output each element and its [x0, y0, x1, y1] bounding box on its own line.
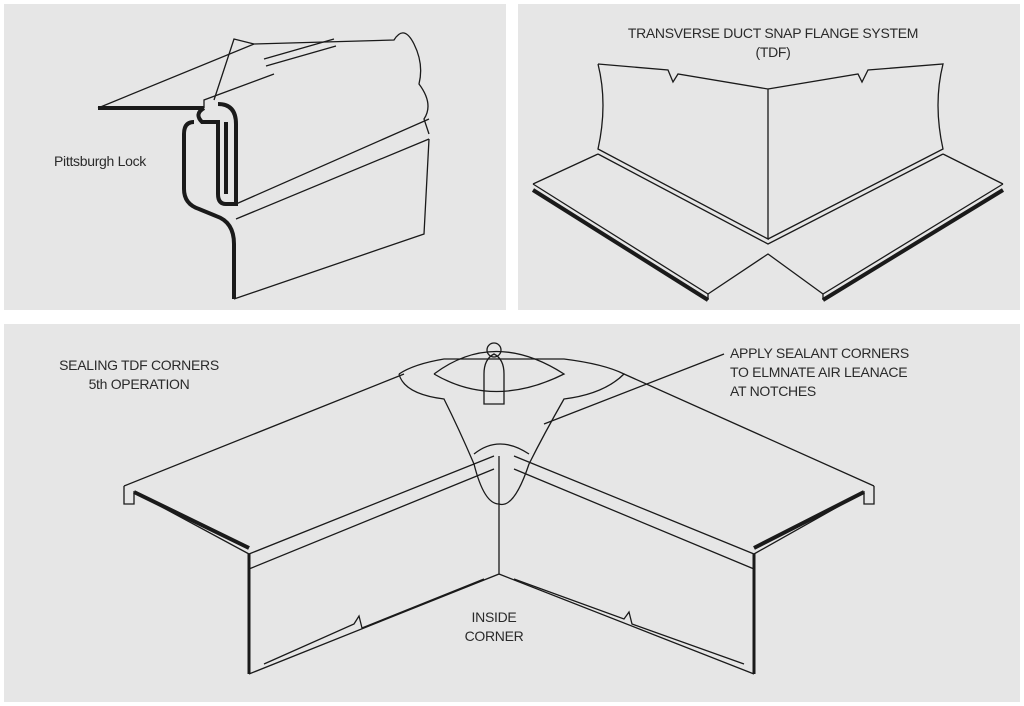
tdf-drawing: [531, 63, 1005, 302]
tdf-panel: TRANSVERSE DUCT SNAP FLANGE SYSTEM (TDF): [518, 4, 1020, 310]
callout-line3: AT NOTCHES: [730, 383, 816, 399]
callout-line2: TO ELMNATE AIR LEANACE: [730, 364, 908, 380]
pittsburgh-lock-panel: Pittsburgh Lock: [4, 4, 506, 310]
pittsburgh-lock-label: Pittsburgh Lock: [54, 153, 146, 169]
tdf-title-line1: TRANSVERSE DUCT SNAP FLANGE SYSTEM: [627, 25, 919, 41]
inside-corner-line1: INSIDE: [471, 609, 517, 625]
sealing-title-line2: 5th OPERATION: [88, 376, 190, 392]
sealing-tdf-corners-panel: SEALING TDF CORNERS 5th OPERATION APPLY …: [4, 324, 1020, 702]
sealing-title-line1: SEALING TDF CORNERS: [59, 357, 219, 373]
pittsburgh-lock-drawing: [97, 32, 430, 300]
sealing-drawing: [123, 342, 875, 675]
tdf-title-line2: (TDF): [755, 44, 791, 60]
inside-corner-line2: CORNER: [464, 628, 524, 644]
callout-line1: APPLY SEALANT CORNERS: [730, 345, 909, 361]
